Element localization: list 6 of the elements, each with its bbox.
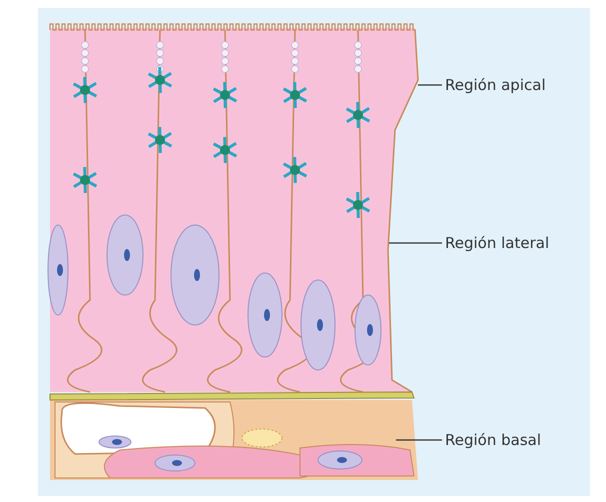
- leader-line: [396, 439, 442, 441]
- leader-line: [389, 242, 442, 244]
- region-label: Región apical: [445, 76, 546, 94]
- region-label: Región lateral: [445, 234, 550, 252]
- region-label: Región basal: [445, 431, 542, 449]
- leader-line: [418, 84, 442, 86]
